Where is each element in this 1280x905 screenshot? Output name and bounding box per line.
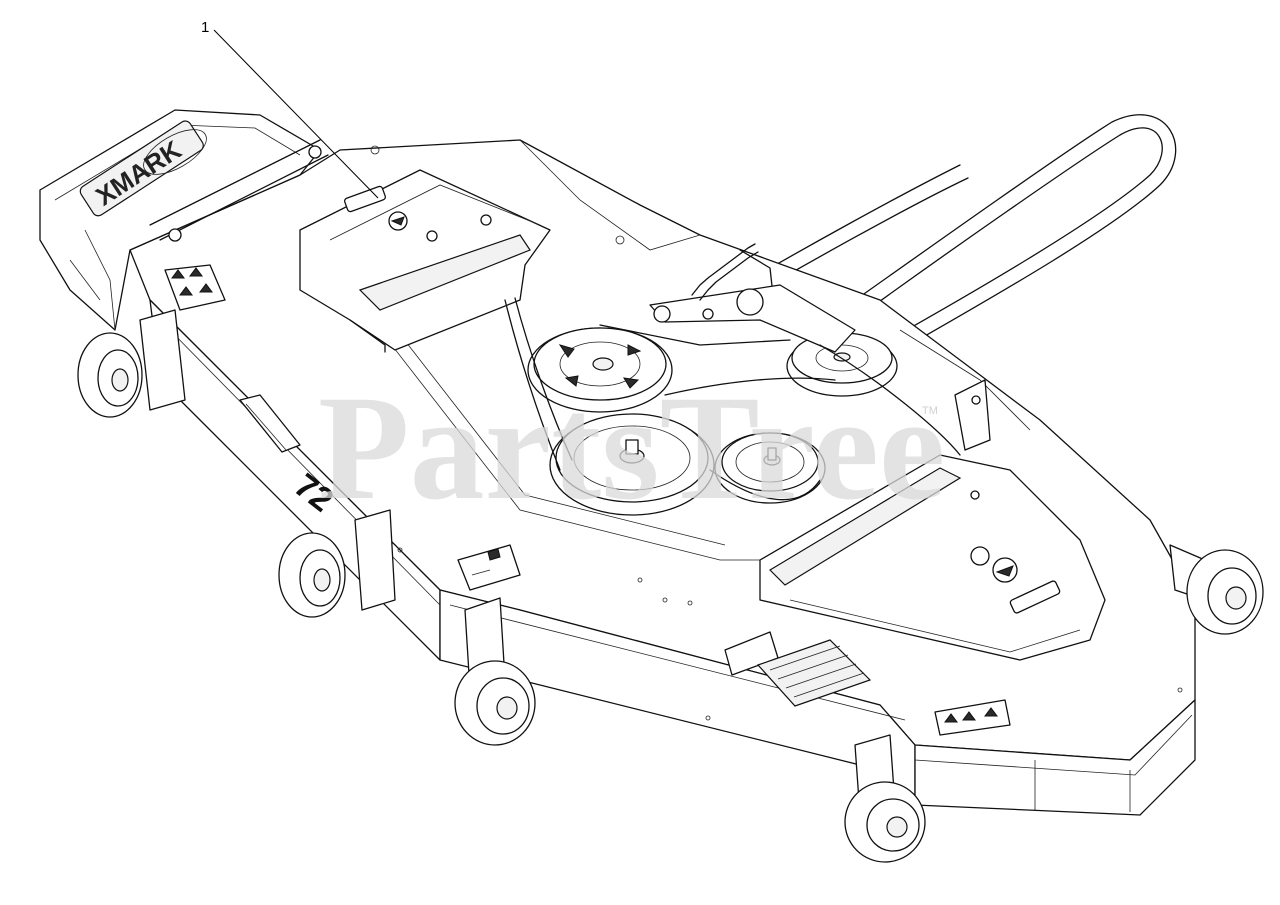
watermark-trademark: TM [922,405,938,417]
rear-bracket [954,379,991,451]
callout-leader-line [213,29,379,199]
pulley-center-right [714,432,826,504]
warning-decal-right [934,699,1011,736]
warning-decal-left [164,264,226,311]
deck-belt [504,297,961,501]
deck-holes [370,145,1183,721]
spindle-cover-right [759,454,1106,661]
caster-wheel-left-rear [77,309,186,418]
model-decal [239,394,301,453]
pulley-center-large [549,413,715,516]
watermark: PartsTree TM [318,365,945,531]
tensioner-assembly [599,243,856,353]
caster-wheel-left-front [278,509,396,618]
left-end-cap: XMARK [39,109,329,331]
callout-number: 1 [201,19,209,36]
caster-wheel-front-center [454,597,536,746]
grille-vent [756,639,872,707]
spindle-cover-left [299,169,551,353]
watermark-text: PartsTree [318,365,945,531]
pulley-upper-left [527,327,673,413]
decal-front-center [457,544,521,591]
caster-wheel-front-right [844,734,926,863]
caster-wheel-right [1169,544,1264,635]
callout-1: 1 [201,19,379,199]
